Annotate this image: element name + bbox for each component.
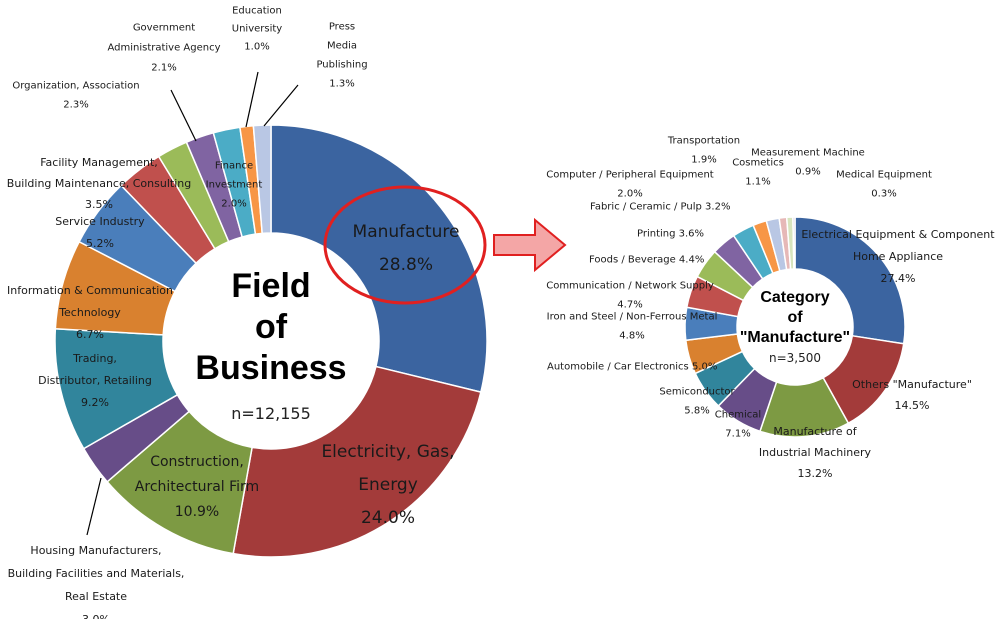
slice-label: Technology [58,306,121,319]
slice-label: 27.4% [881,272,916,285]
slice-label: Energy [358,475,418,495]
center-title-line: Category [760,289,829,306]
slice-label: Service Industry [55,215,145,228]
slice-label: University [232,24,283,35]
slice-label: Automobile / Car Electronics 5.0% [547,362,717,373]
slice-label: Fabric / Ceramic / Pulp 3.2% [590,202,730,213]
sample-size: n=3,500 [769,351,821,365]
slice-label: 6.7% [76,328,104,341]
slice-label: Government [133,23,195,34]
slice-label: Education [232,6,282,17]
slice-label: Facility Management, [40,156,158,169]
slice-label: Manufacture [353,222,460,242]
slice-label: Computer / Peripheral Equipment [546,170,714,181]
slice-label: Organization, Association [12,81,139,92]
slice-label: Electrical Equipment & Component [801,228,995,241]
slice-label: Administrative Agency [107,43,220,54]
field-of-business-center: Field of Business n=12,155 [195,267,346,423]
slice-label: Building Facilities and Materials, [8,567,185,580]
slice-label: Press [329,22,355,33]
slice-label: Printing 3.6% [637,229,704,240]
slice-label: Real Estate [65,590,127,603]
donut-slice [270,124,488,393]
slice-label: Cosmetics [732,158,784,169]
center-title-line: of [787,309,803,326]
slice-label: 2.0% [221,199,246,210]
center-title-line: Field [231,267,310,305]
slice-label: 0.9% [795,167,820,178]
slice-label: 28.8% [379,255,433,275]
slice-label: Medical Equipment [836,170,932,181]
slice-label: Electricity, Gas, [321,442,454,462]
donut-slice [794,216,906,345]
manufacture-category-donut [684,216,906,438]
slice-label: Others "Manufacture" [852,378,972,391]
slice-label: Information & Communication [7,284,173,297]
slice-label: Industrial Machinery [759,446,872,459]
slice-label: 13.2% [798,467,833,480]
slice-label: Architectural Firm [135,479,259,495]
slice-label: 2.0% [617,189,642,200]
leader-line [170,89,197,142]
center-title-line: Business [195,349,346,387]
leader-line [263,84,299,127]
slice-label: Publishing [316,60,367,71]
slice-label: 0.3% [871,189,896,200]
slice-label: 14.5% [895,399,930,412]
slice-label: Home Appliance [853,250,943,263]
slice-label: Iron and Steel / Non-Ferrous Metal [547,312,718,323]
slice-label: Investment [206,180,263,191]
center-title-line: of [255,308,288,346]
leader-line [245,71,259,128]
center-title-line: "Manufacture" [740,329,850,346]
manufacture-category-center: Category of "Manufacture" n=3,500 [740,289,850,365]
slice-label: 7.1% [725,429,750,440]
slice-label: Measurement Machine [751,148,865,159]
slice-label: Building Maintenance, Consulting [7,177,191,190]
slice-label: 24.0% [361,508,415,528]
slice-label: 1.0% [244,42,269,53]
slice-label: Construction, [150,454,244,470]
slice-labels: Manufacture 28.8% Electricity, Gas, Energy 2… [7,6,995,619]
slice-label: Chemical [715,410,761,421]
slice-label: Foods / Beverage 4.4% [589,255,704,266]
slice-label: Media [327,41,357,52]
donut-slice [232,365,482,558]
highlight-ring [323,185,487,305]
slice-label: 4.7% [617,300,642,311]
slice-label: Housing Manufacturers, [30,544,161,557]
leader-line [86,477,102,536]
slice-label: Communication / Network Supply [546,281,714,292]
slice-label: 4.8% [619,331,644,342]
slice-label: 3.5% [85,198,113,211]
leader-lines [86,71,299,536]
field-of-business-donut [54,124,488,558]
slice-label: 10.9% [175,504,219,520]
slice-label: 9.2% [81,396,109,409]
donut-slice [792,216,796,270]
slice-label: Manufacture of [773,425,857,438]
slice-label: 5.2% [86,237,114,250]
slice-label: Transportation [667,136,740,147]
donut-slice [252,124,272,235]
slice-label: Finance [215,161,253,172]
arrow-icon [493,217,567,273]
slice-label: 2.1% [151,63,176,74]
slice-label: 3.0% [82,613,110,619]
slice-label: Distributor, Retailing [38,374,152,387]
slice-label: Semiconductor [659,387,735,398]
slice-label: 2.3% [63,100,88,111]
sample-size: n=12,155 [231,404,311,423]
slice-label: 1.3% [329,79,354,90]
slice-label: 1.9% [691,155,716,166]
slice-label: Trading, [72,352,117,365]
slice-label: 1.1% [745,177,770,188]
slice-label: 5.8% [684,406,709,417]
